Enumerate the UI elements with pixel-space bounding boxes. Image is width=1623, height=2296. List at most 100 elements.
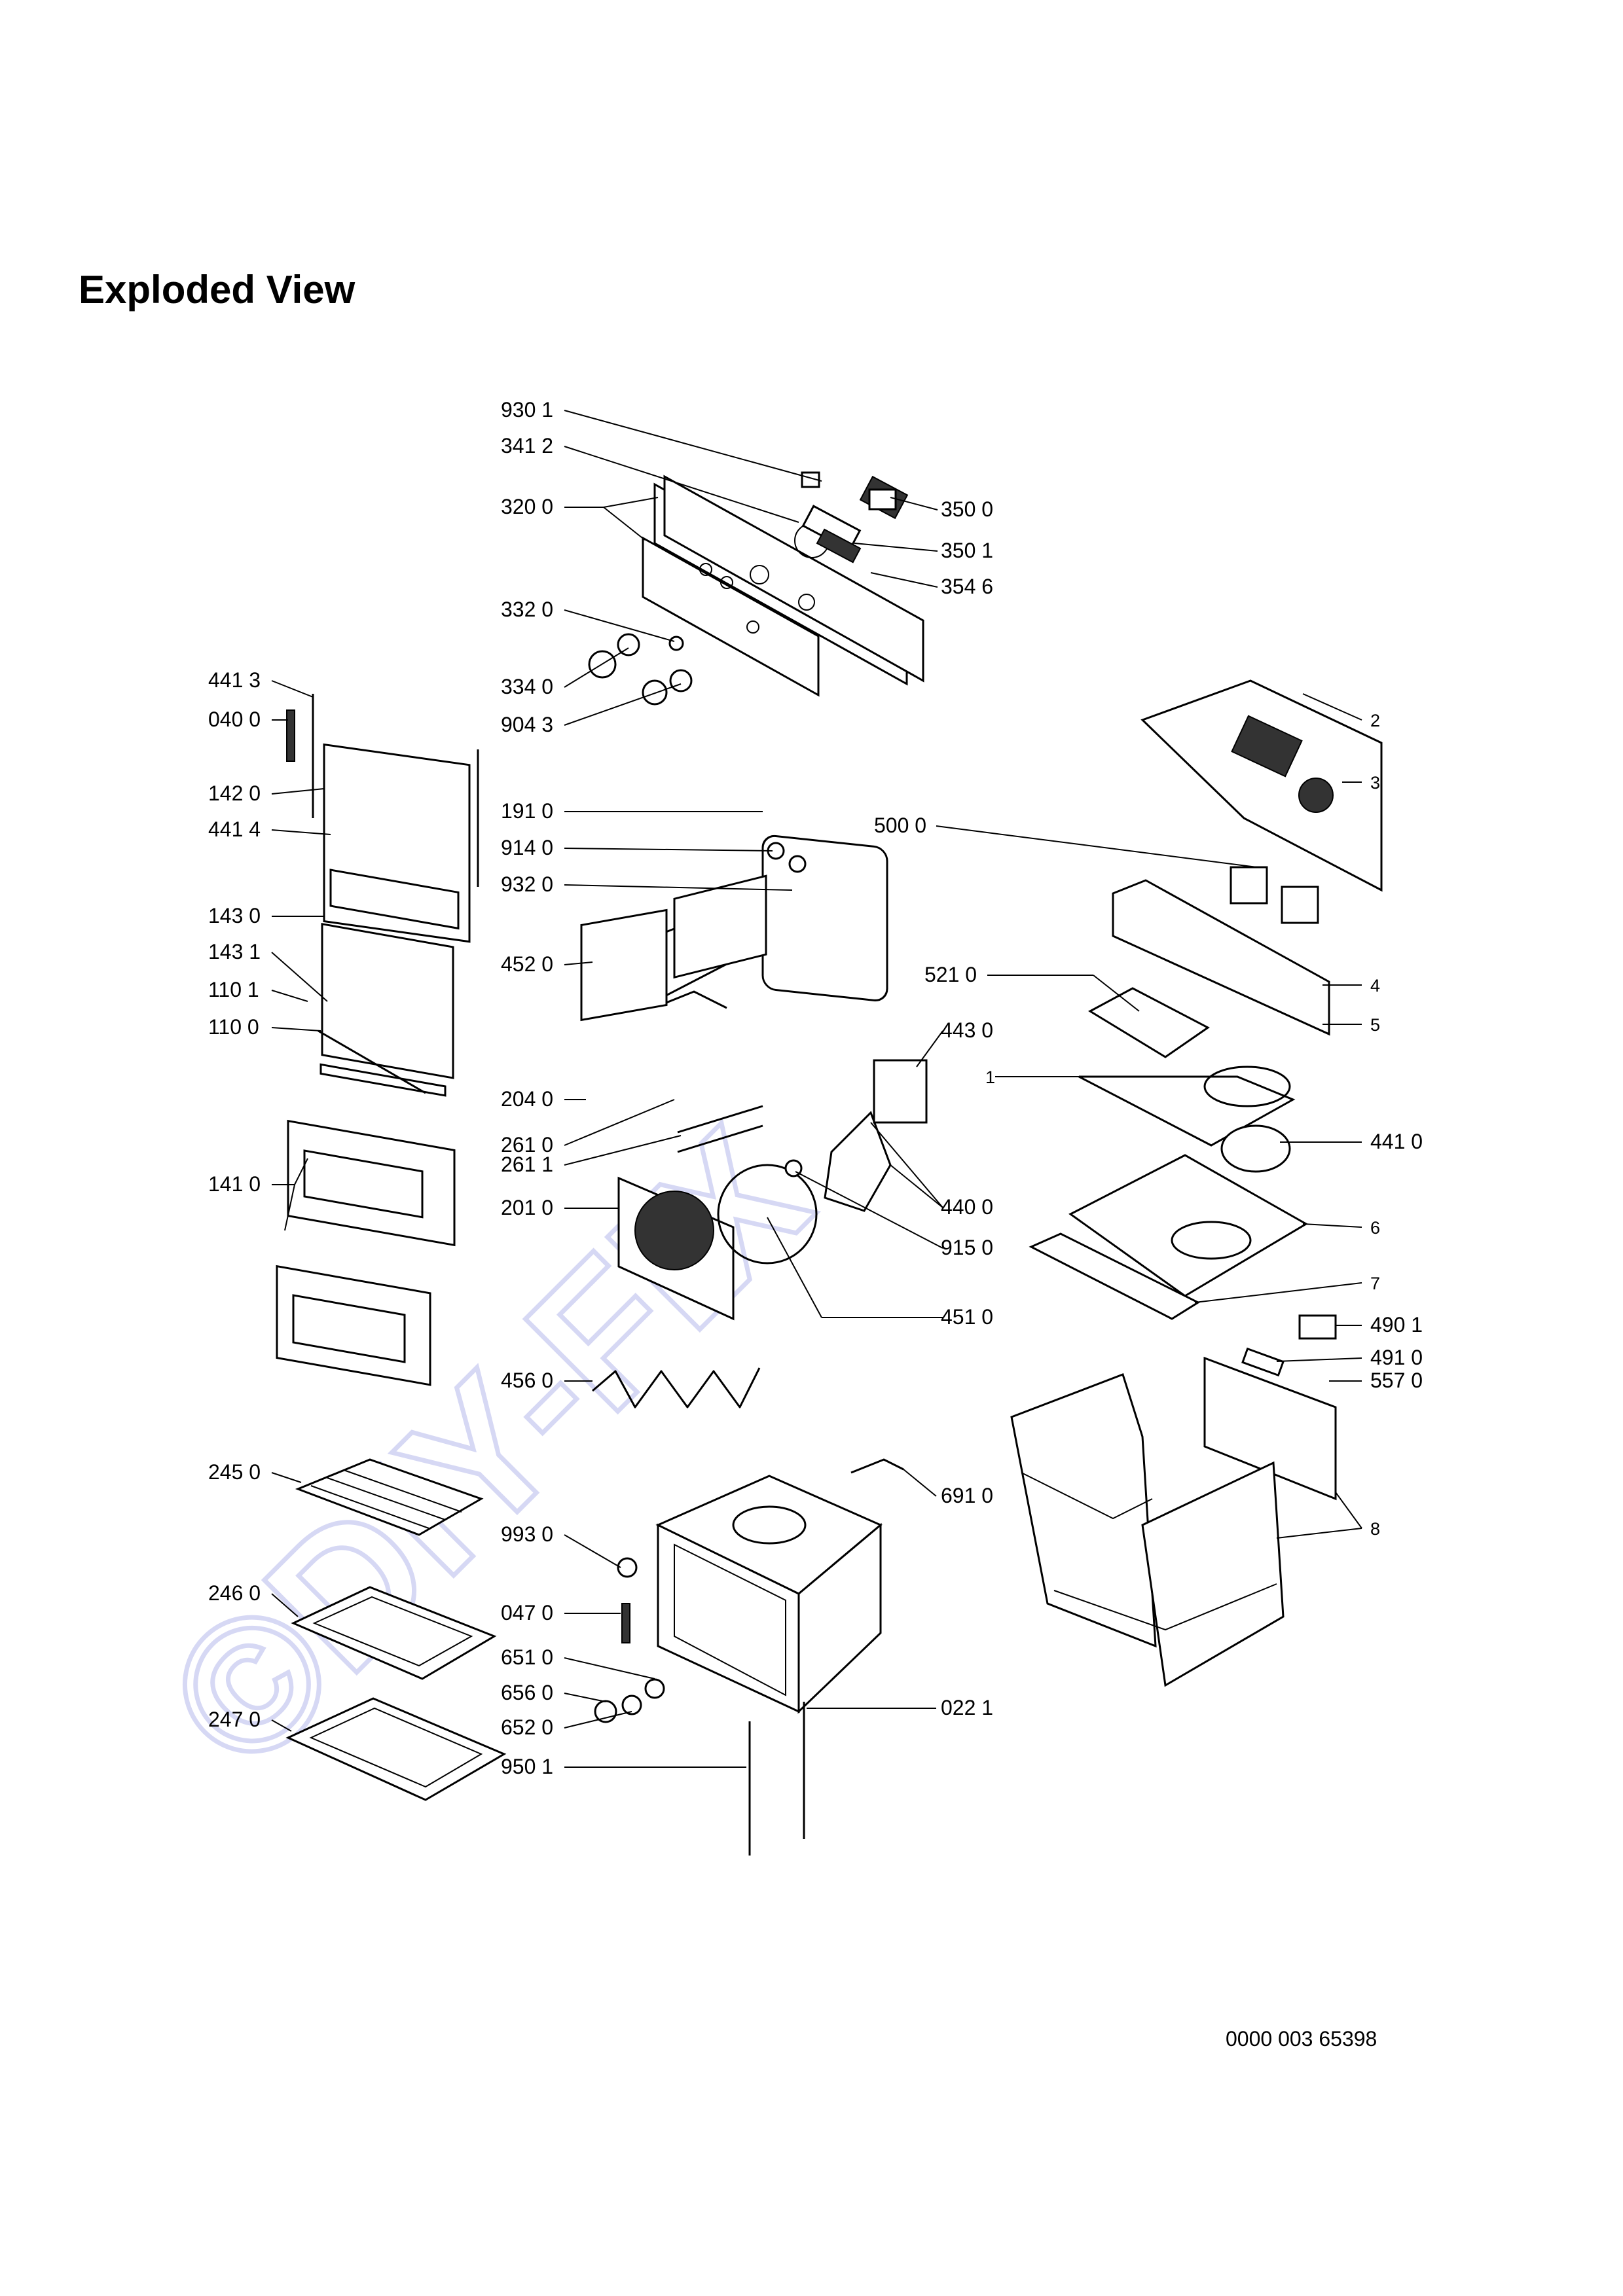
fan-shroud: [1203, 1066, 1291, 1107]
part-label: 320 0: [501, 495, 553, 518]
part-label: 7: [1370, 1274, 1380, 1293]
part-label: 521 0: [924, 963, 977, 986]
front-crossbar: [1112, 879, 1330, 1036]
knob: [642, 679, 668, 706]
part-label: 142 0: [208, 781, 261, 805]
part-label: 491 0: [1370, 1346, 1423, 1369]
cooling-duct: [1087, 987, 1210, 1058]
part-label: 441 3: [208, 668, 261, 692]
rack-rail: [677, 1105, 763, 1134]
bottom-plate-hole: [1171, 1221, 1252, 1260]
part-label: 656 0: [501, 1681, 553, 1704]
top-cover: [1140, 679, 1383, 892]
oven-cavity-group: [594, 1475, 883, 1856]
control-panel-back: [663, 475, 924, 683]
part-label: 1: [985, 1067, 995, 1087]
casing-edge: [1053, 1583, 1277, 1631]
hinge: [286, 709, 295, 762]
cavity-side: [797, 1522, 882, 1714]
cooling-fan: [1298, 778, 1334, 813]
part-label: 022 1: [941, 1696, 993, 1719]
leader-lines: [271, 410, 1362, 1768]
part-label: 110 0: [208, 1015, 259, 1039]
part-label: 261 0: [501, 1133, 553, 1157]
rear-wall: [1203, 1356, 1337, 1501]
lamp-bulb: [788, 855, 807, 873]
part-label: 143 0: [208, 904, 261, 927]
knob-ring: [617, 633, 640, 656]
part-label: 993 0: [501, 1522, 553, 1546]
part-label: 341 2: [501, 434, 553, 457]
fan-blade: [824, 1111, 892, 1212]
part-label: 204 0: [501, 1087, 553, 1111]
watermark-text: ©DIY-FIX: [128, 1090, 847, 1809]
shelf-wire: [310, 1485, 429, 1529]
door-outer-window: [292, 1294, 406, 1363]
rear-panel: [580, 908, 668, 1022]
handle: [318, 1030, 426, 1094]
side-rack: [673, 874, 767, 979]
display-cover: [816, 528, 862, 564]
door-vent-strip: [329, 869, 460, 930]
part-label: 652 0: [501, 1715, 553, 1739]
part-label: 557 0: [1370, 1369, 1423, 1392]
circular-element: [717, 1164, 818, 1265]
cavity-opening: [732, 1505, 807, 1545]
outer-casing-right: [1141, 1461, 1285, 1687]
knob-ring: [669, 669, 693, 692]
part-label: 245 0: [208, 1460, 261, 1484]
shelf-wire: [327, 1477, 446, 1520]
thermostat-bracket: [644, 1678, 665, 1699]
terminal-strip: [1241, 1347, 1285, 1377]
bottom-element: [592, 1367, 761, 1408]
part-label: 932 0: [501, 872, 553, 896]
rack-rail: [677, 1124, 763, 1153]
door-group: [276, 694, 479, 1386]
deep-tray-inner: [309, 1707, 483, 1788]
trays-group: [285, 1458, 507, 1801]
cavity-parts-group: [580, 834, 928, 1474]
thermostat-knob: [594, 1700, 617, 1723]
part-label: 904 3: [501, 713, 553, 736]
part-label: 5: [1370, 1015, 1380, 1035]
part-label: 334 0: [501, 675, 553, 698]
part-label: 350 0: [941, 497, 993, 521]
part-label: 440 0: [941, 1195, 993, 1219]
part-label: 2: [1370, 711, 1380, 730]
sensor: [850, 1458, 904, 1474]
panel-hole: [798, 594, 815, 611]
part-label: 141 0: [208, 1172, 261, 1196]
part-label: 3: [1370, 773, 1380, 793]
latch: [621, 1603, 630, 1643]
panel-hole: [699, 563, 712, 576]
part-label: 201 0: [501, 1196, 553, 1219]
tangential-fan: [1220, 1124, 1291, 1173]
part-label: 332 0: [501, 598, 553, 621]
part-label: 040 0: [208, 708, 261, 731]
part-label: 915 0: [941, 1236, 993, 1259]
knob-screw: [668, 636, 684, 651]
part-label: 500 0: [874, 814, 926, 837]
shelf-wire: [343, 1469, 462, 1513]
fan-grille: [634, 1191, 714, 1270]
panel-hole: [720, 576, 733, 589]
part-label: 443 0: [941, 1018, 993, 1042]
part-label: 6: [1370, 1218, 1380, 1238]
fan-motor: [873, 1059, 928, 1124]
part-label: 8: [1370, 1519, 1380, 1539]
part-label: 246 0: [208, 1581, 261, 1605]
relay-module: [1281, 886, 1319, 924]
casing-edge: [1021, 1472, 1153, 1520]
outer-casing-left: [1010, 1373, 1157, 1648]
part-label: 451 0: [941, 1305, 993, 1329]
cavity-inner: [674, 1543, 786, 1696]
part-label: 261 1: [501, 1153, 553, 1176]
door-gasket: [761, 834, 888, 1001]
part-label: 143 1: [208, 940, 261, 963]
part-label: 950 1: [501, 1755, 553, 1778]
screw: [617, 1557, 638, 1578]
part-label: 247 0: [208, 1708, 261, 1731]
part-label: 691 0: [941, 1484, 993, 1507]
